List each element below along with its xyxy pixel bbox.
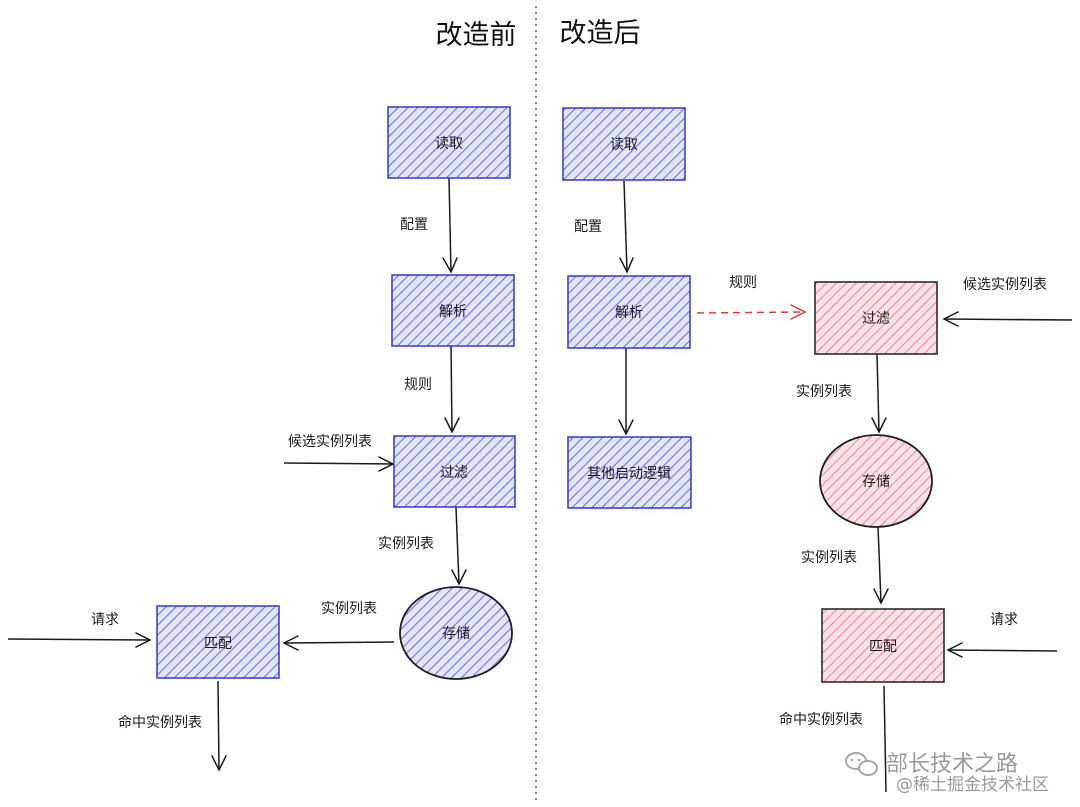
before-node-filter-label: 过滤 — [440, 465, 468, 481]
watermark-title: 部长技术之路 — [886, 752, 1018, 777]
after-label-rules: 规则 — [729, 275, 757, 291]
before-label-rules: 规则 — [404, 377, 432, 393]
after-label-instances-store: 实例列表 — [796, 384, 852, 400]
after-node-parse — [567, 275, 691, 349]
chat-bubbles-icon — [845, 752, 878, 776]
after-edge-parse-filter-dashed — [696, 311, 806, 314]
before-edge-read-parse — [448, 177, 452, 273]
after-edge-match-hit — [883, 685, 887, 793]
after-arrowhead — [618, 419, 634, 436]
after-node-read-label: 读取 — [610, 136, 638, 153]
before-node-store-label: 存储 — [442, 626, 470, 642]
after-arrowhead-red — [790, 304, 807, 320]
before-label-config: 配置 — [400, 217, 428, 233]
after-node-parse-label: 解析 — [615, 305, 643, 321]
before-edge-match-hit — [217, 680, 220, 771]
after-label-request: 请求 — [990, 612, 1018, 628]
before-arrowhead — [442, 257, 458, 274]
before-node-store — [399, 586, 513, 680]
after-node-store — [819, 434, 933, 528]
before-node-match — [156, 605, 280, 679]
after-arrowhead — [946, 642, 963, 658]
before-edge-request-match — [7, 638, 151, 641]
after-edge-store-match — [877, 525, 882, 604]
before-label-request: 请求 — [91, 612, 119, 628]
before-arrowhead — [211, 755, 227, 772]
before-label-instances-store: 实例列表 — [378, 536, 434, 552]
before-node-match-label: 匹配 — [204, 636, 232, 652]
after-arrowhead — [619, 257, 634, 274]
before-node-parse — [391, 274, 515, 347]
after-node-store-label: 存储 — [862, 474, 890, 490]
before-label-hit: 命中实例列表 — [118, 714, 202, 731]
before-label-instances-match: 实例列表 — [321, 601, 377, 617]
before-edge-candidates-filter — [283, 462, 394, 465]
after-node-filter — [814, 281, 938, 355]
after-arrowhead — [873, 588, 889, 605]
watermark-subtitle: @稀土掘金技术社区 — [896, 775, 1049, 795]
after-label-config: 配置 — [574, 219, 602, 235]
after-node-filter-label: 过滤 — [862, 311, 890, 327]
before-flow: 读取 解析 过滤 存储 匹配 配置 规则 候选实例列表 实例列表 实例列表 请求… — [7, 106, 516, 772]
watermark: 部长技术之路 @稀土掘金技术社区 — [845, 752, 1049, 795]
before-node-read — [387, 106, 511, 179]
before-arrowhead — [451, 569, 467, 586]
after-edge-request-match — [947, 649, 1058, 652]
after-node-match — [821, 608, 945, 683]
before-edge-store-match — [283, 641, 395, 644]
after-arrowhead — [942, 311, 959, 327]
after-arrowhead — [871, 417, 887, 434]
before-label-candidates: 候选实例列表 — [288, 434, 372, 450]
before-arrowhead — [135, 632, 152, 648]
before-arrowhead — [378, 456, 395, 472]
after-node-match-label: 匹配 — [869, 639, 897, 655]
after-flow: 读取 解析 其他启动逻辑 过滤 存储 匹配 配置 规则 候选实例列表 实例列表 … — [562, 107, 1073, 793]
before-node-read-label: 读取 — [435, 135, 463, 152]
before-node-parse-label: 解析 — [439, 304, 467, 320]
after-edge-filter-store — [876, 353, 880, 433]
after-edge-read-parse — [623, 180, 628, 273]
before-node-filter — [393, 435, 516, 508]
before-arrowhead — [444, 417, 460, 434]
after-node-read — [562, 107, 686, 181]
after-label-hit: 命中实例列表 — [779, 711, 863, 728]
after-node-other — [567, 436, 692, 509]
after-label-instances-match: 实例列表 — [801, 550, 857, 566]
after-edge-candidates-filter — [943, 318, 1073, 321]
heading-after: 改造后 — [560, 18, 641, 49]
after-label-candidates: 候选实例列表 — [963, 277, 1047, 293]
after-node-other-label: 其他启动逻辑 — [587, 466, 671, 482]
before-edge-filter-store — [455, 506, 460, 585]
before-edge-parse-filter — [450, 344, 453, 433]
heading-before: 改造前 — [436, 20, 517, 51]
before-arrowhead — [282, 635, 299, 651]
